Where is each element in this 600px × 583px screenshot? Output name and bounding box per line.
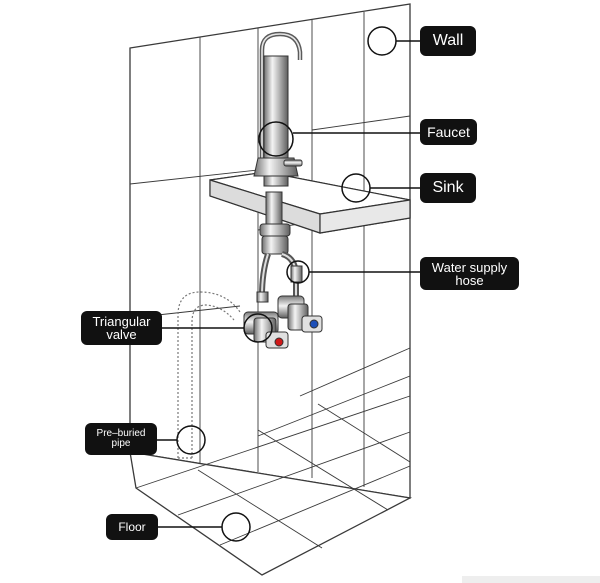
cold-handle-icon (309, 319, 319, 329)
pre-buried-pipe-label: Pre–buried pipe (85, 423, 157, 455)
faucet-label: Faucet (420, 119, 477, 145)
faucet-callout-circle (258, 121, 294, 157)
bottom-strip (462, 576, 600, 583)
pre-buried-pipe (177, 291, 241, 459)
triangular-valve-label: Triangular valve (81, 311, 162, 345)
sink-label: Sink (420, 173, 476, 203)
water-supply-hose-label: Water supply hose (420, 257, 519, 290)
wall-label: Wall (420, 26, 476, 56)
floor-label: Floor (106, 514, 158, 540)
water-supply-hose (256, 191, 303, 303)
faucet-body (253, 31, 303, 187)
triangular-valves (243, 295, 323, 349)
callout-pointers (157, 26, 420, 542)
hot-handle-icon (274, 337, 284, 347)
floor-surface (129, 395, 413, 576)
sink-countertop (209, 171, 411, 234)
